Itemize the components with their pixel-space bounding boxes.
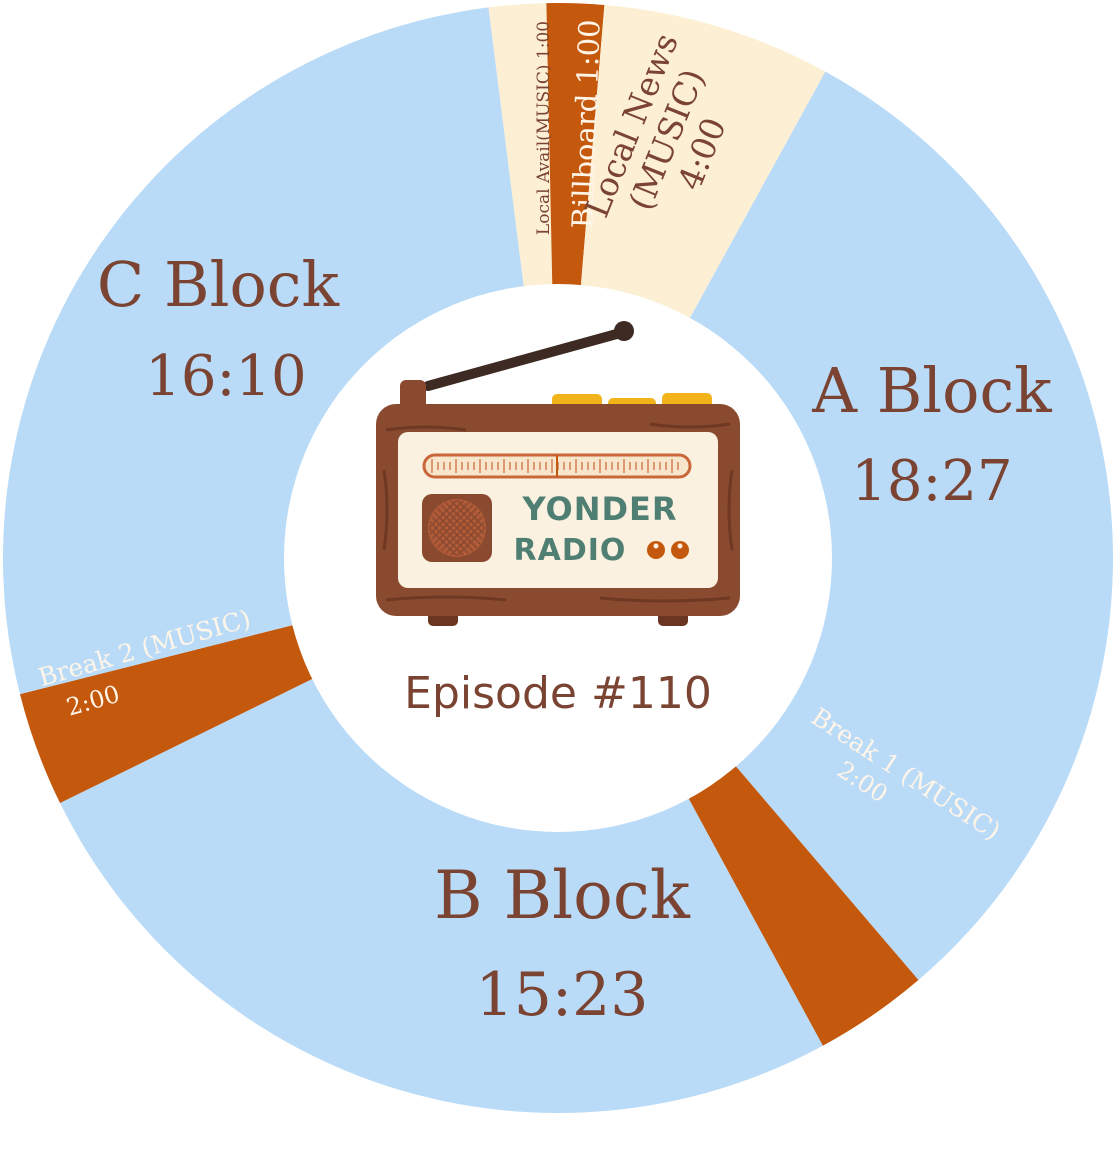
- tuner-ticks: [431, 459, 679, 473]
- segments-layer: [2, 3, 1113, 1114]
- logo-text-radio: RADIO: [514, 533, 627, 568]
- wood-grain: [382, 422, 734, 603]
- knob-right: [671, 541, 689, 559]
- segment-billboard: [546, 3, 605, 287]
- label-billboard: Billboard 1:00: [565, 19, 606, 229]
- segment-local-avail-music: [488, 3, 553, 289]
- speaker-mesh-line: [456, 500, 485, 556]
- speaker-mesh-line: [429, 500, 458, 556]
- label-local-avail: Local Avail(MUSIC) 1:00: [534, 21, 554, 235]
- speaker-mesh-line: [429, 500, 485, 556]
- label-c-block-name: C Block: [97, 248, 340, 321]
- logo-text-yonder: YONDER: [521, 490, 677, 528]
- antenna-tip: [614, 321, 634, 341]
- label-c-block: C Block 16:10: [97, 248, 340, 409]
- speaker-mesh-line: [429, 500, 465, 556]
- segment-a-block: [689, 71, 1113, 981]
- label-b-block-name: B Block: [434, 857, 691, 934]
- label-b-block-time: 15:23: [476, 960, 649, 1030]
- segment-break-1-music: [687, 764, 919, 1046]
- segment-b-block: [60, 678, 823, 1114]
- speaker-mesh-line: [429, 500, 472, 556]
- speaker-mesh-line: [449, 500, 485, 556]
- label-a-block-time: 18:27: [851, 449, 1012, 514]
- antenna: [423, 327, 629, 391]
- label-b-block: B Block 15:23: [434, 857, 691, 1030]
- label-c-block-time: 16:10: [145, 344, 306, 409]
- label-billboard-text: Billboard 1:00: [565, 19, 606, 229]
- episode-label: Episode #110: [404, 668, 712, 719]
- knob-right-dot: [677, 543, 683, 549]
- label-a-block-name: A Block: [811, 354, 1052, 427]
- segment-local-news-music: [580, 4, 826, 320]
- speaker-mesh-line: [442, 500, 485, 556]
- speaker-mesh-line: [456, 500, 485, 556]
- antenna-mount: [400, 380, 426, 410]
- segment-break-2-music: [19, 624, 314, 804]
- knob-left: [647, 541, 665, 559]
- segment-c-block: [2, 7, 524, 695]
- knob-left-dot: [653, 543, 659, 549]
- label-local-avail-text: Local Avail(MUSIC) 1:00: [534, 21, 554, 235]
- radio-logo: YONDER RADIO: [376, 321, 740, 626]
- speaker-mesh-line: [429, 500, 458, 556]
- label-a-block: A Block 18:27: [811, 354, 1052, 514]
